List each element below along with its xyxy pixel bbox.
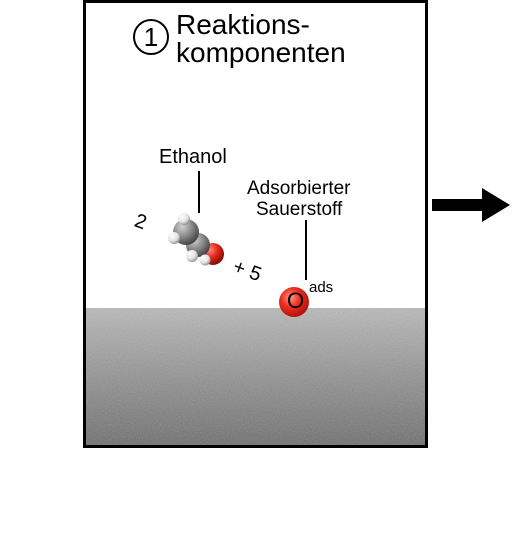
ethanol-molecule-icon xyxy=(168,213,224,266)
panel-title-line1: Reaktions- xyxy=(176,9,310,40)
oxygen-ads-subscript: ads xyxy=(309,279,334,296)
hydrogen-atom-icon xyxy=(168,232,180,244)
oxygen-symbol: O xyxy=(287,288,305,313)
ethanol-label: Ethanol xyxy=(159,146,227,168)
hydrogen-atom-icon xyxy=(199,254,211,266)
right-arrow-icon xyxy=(432,188,510,222)
ethanol-pointer-line xyxy=(198,171,200,213)
oxygen-pointer-line xyxy=(305,220,307,280)
panel-title-line2: komponenten xyxy=(176,37,346,68)
adsorbed-oxygen-label-line2: Sauerstoff xyxy=(256,199,343,220)
surface-texture xyxy=(86,308,425,445)
catalyst-surface xyxy=(86,308,425,445)
adsorbed-oxygen-label-line1: Adsorbierter xyxy=(247,178,351,199)
ethanol-coefficient: 2 xyxy=(131,209,150,235)
hydrogen-atom-icon xyxy=(186,250,198,262)
oxygen-coefficient: + 5 xyxy=(230,255,265,287)
adsorbed-oxygen-atom-icon xyxy=(279,287,309,317)
step-number-badge: 1 xyxy=(133,19,169,55)
reaction-components-panel: 1 Reaktions- komponenten Ethanol 2 Adsor… xyxy=(83,0,428,448)
hydrogen-atom-icon xyxy=(178,213,190,225)
step-number: 1 xyxy=(143,22,159,52)
